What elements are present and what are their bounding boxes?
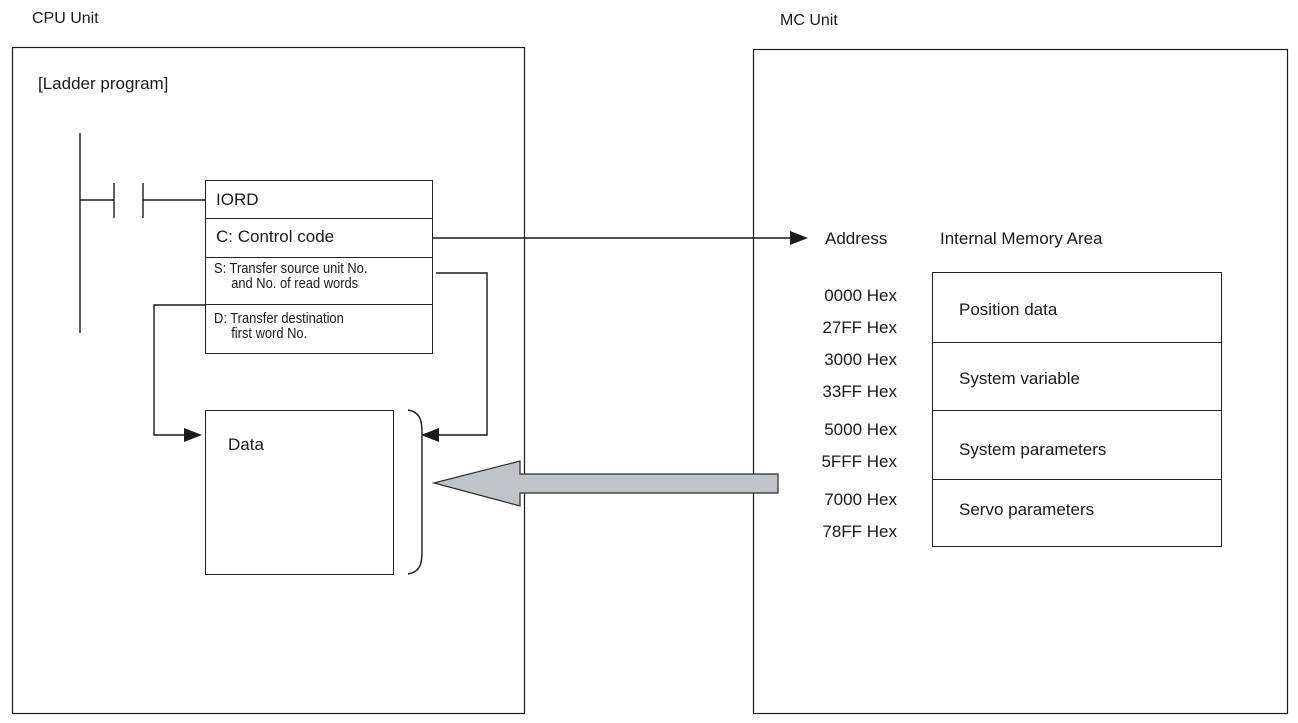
ladder-program-label: [Ladder program] <box>38 74 169 93</box>
operand-s-line1: S: Transfer source unit No. <box>214 260 368 277</box>
operand-s-cell: S: Transfer source unit No. and No. of r… <box>206 257 432 291</box>
operand-c-label: C: Control code <box>216 227 335 246</box>
memory-region-system-variable: System variable <box>959 369 1080 388</box>
memory-row-divider-2 <box>933 410 1221 411</box>
cpu-unit-frame <box>11 46 526 715</box>
memory-region-position-data: Position data <box>959 300 1058 319</box>
data-bracket <box>407 409 423 575</box>
data-label: Data <box>228 435 264 454</box>
memory-row-divider-1 <box>933 342 1221 343</box>
instruction-name: IORD <box>216 190 259 209</box>
address-start-1: 3000 Hex <box>824 350 897 369</box>
memory-region-servo-parameters: Servo parameters <box>959 500 1095 519</box>
address-start-0: 0000 Hex <box>824 286 897 305</box>
address-end-2: 5FFF Hex <box>821 452 897 471</box>
memory-region-system-parameters: System parameters <box>959 440 1107 459</box>
transfer-arrow-icon <box>431 460 779 507</box>
cpu-unit-title: CPU Unit <box>32 10 99 27</box>
address-start-3: 7000 Hex <box>824 490 897 509</box>
address-arrowhead-icon <box>790 231 808 245</box>
memory-row-divider-3 <box>933 479 1221 480</box>
mc-unit-frame <box>752 48 1289 715</box>
address-end-1: 33FF Hex <box>822 382 897 401</box>
operand-c-cell: C: Control code <box>206 218 432 246</box>
address-end-3: 78FF Hex <box>822 522 897 541</box>
operand-d-line2: first word No. <box>231 325 308 342</box>
address-end-0: 27FF Hex <box>822 318 897 337</box>
memory-area-header: Internal Memory Area <box>940 229 1103 248</box>
operand-d-cell: D: Transfer destination first word No. <box>206 304 432 341</box>
address-column: 0000 Hex 27FF Hex 3000 Hex 33FF Hex 5000… <box>790 286 897 546</box>
source-arrowhead-icon <box>421 428 439 442</box>
destination-line <box>153 304 205 436</box>
operand-s-line2: and No. of read words <box>231 275 359 292</box>
source-line <box>436 272 488 436</box>
operand-d-line1: D: Transfer destination <box>214 310 344 327</box>
internal-memory-table: Position data System variable System par… <box>932 272 1222 547</box>
address-header: Address <box>825 229 888 248</box>
destination-arrowhead-icon <box>184 428 202 442</box>
iord-instruction-block: IORD C: Control code S: Transfer source … <box>205 180 433 354</box>
mc-unit-title: MC Unit <box>780 12 838 29</box>
address-start-2: 5000 Hex <box>824 420 897 439</box>
data-box: Data <box>205 410 394 575</box>
